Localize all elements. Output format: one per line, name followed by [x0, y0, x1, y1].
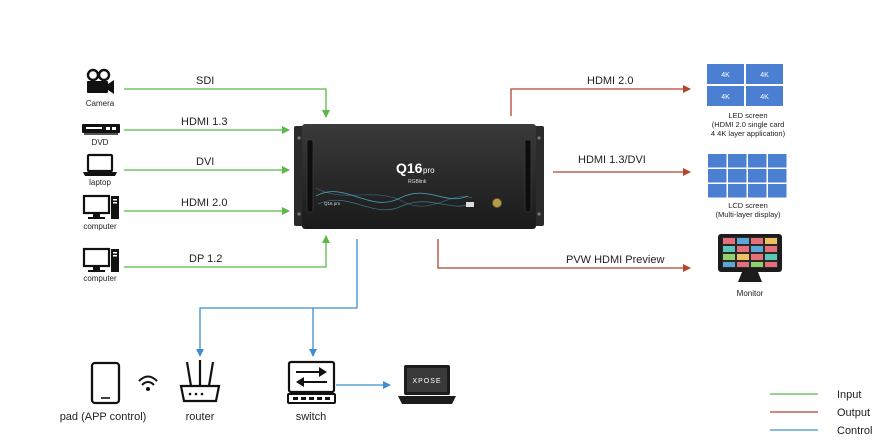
led-screen-icon: 4K 4K 4K 4K: [707, 64, 783, 106]
processor-body: [302, 124, 536, 229]
router-label: router: [186, 411, 215, 423]
power-knob: [492, 198, 502, 208]
device-label: (Multi-layer display): [715, 210, 781, 219]
rack-ear-left: [294, 126, 304, 226]
pad-device: pad (APP control): [60, 361, 147, 423]
lcd-wall-device: LCD screen (Multi-layer display): [707, 153, 787, 219]
wifi-icon: [138, 375, 158, 391]
router-device: router: [179, 360, 221, 423]
tile-label: 4K: [721, 72, 730, 79]
device-label: computer: [83, 222, 117, 231]
led-screen-device: 4K 4K 4K 4K LED screen (HDMI 2.0 single …: [707, 64, 786, 138]
camera-device: Camera: [86, 68, 115, 108]
computer-device: computer: [82, 247, 119, 283]
dvd-device: DVD: [82, 124, 120, 147]
processor-front-badge: Q16 pro: [324, 201, 341, 206]
output-signal-label: HDMI 1.3/DVI: [578, 154, 646, 166]
processor-logo: Q16 pro RGBlink: [396, 160, 435, 185]
device-label: computer: [83, 274, 117, 283]
legend-label: Output: [837, 407, 870, 419]
input-line-sdi: [124, 88, 330, 118]
control-laptop-device: XPOSE: [398, 365, 456, 404]
handle-left: [306, 139, 314, 213]
switch-device: switch: [287, 360, 336, 423]
device-label: Monitor: [737, 289, 764, 298]
device-label: LCD screen: [728, 201, 768, 210]
processor-model: Q16: [396, 160, 423, 176]
usb-port: [466, 202, 474, 207]
processor-brand: RGBlink: [408, 179, 427, 185]
input-line-dp12: [124, 235, 330, 268]
processor-device: Q16 pro RGBlink Q16 pro: [294, 124, 544, 229]
input-signal-label: DP 1.2: [189, 253, 222, 265]
output-connections: HDMI 2.0 HDMI 1.3/DVI PVW HDMI Preview: [437, 75, 691, 272]
tablet-icon: [90, 361, 121, 405]
switch-label: switch: [296, 411, 327, 423]
computer-icon: [82, 194, 119, 219]
monitor-icon: [718, 234, 782, 282]
control-trunk: [196, 239, 358, 357]
switch-icon: [287, 360, 336, 404]
rack-ear-right: [534, 126, 544, 226]
laptop-icon: [83, 153, 117, 176]
input-connections: SDI HDMI 1.3 DVI HDMI 2.0 DP 1.2: [124, 75, 330, 268]
router-icon: [179, 360, 221, 403]
pad-label: pad (APP control): [60, 411, 147, 423]
output-signal-label: HDMI 2.0: [587, 75, 633, 87]
legend-label: Control: [837, 425, 872, 437]
device-label: Camera: [86, 99, 115, 108]
monitor-device: Monitor: [718, 234, 782, 298]
tile-label: 4K: [721, 94, 730, 101]
lcd-wall-icon: [707, 153, 787, 198]
laptop-screen-text: XPOSE: [412, 378, 441, 385]
tile-label: 4K: [760, 94, 769, 101]
tile-label: 4K: [760, 72, 769, 79]
output-line-pvw: [437, 239, 691, 272]
legend: Input Output Control: [770, 389, 872, 437]
laptop-icon: XPOSE: [398, 365, 456, 404]
device-label: (HDMI 2.0 single card: [712, 120, 785, 129]
input-signal-label: HDMI 1.3: [181, 116, 227, 128]
output-signal-label: PVW HDMI Preview: [566, 254, 664, 266]
device-label: laptop: [89, 178, 111, 187]
legend-label: Input: [837, 389, 861, 401]
device-label: DVD: [92, 138, 109, 147]
output-line-hdmi20: [510, 85, 691, 116]
camera-icon: [86, 68, 114, 94]
input-signal-label: SDI: [196, 75, 214, 87]
laptop-device: laptop: [83, 153, 117, 187]
processor-model-suffix: pro: [423, 166, 435, 175]
computer-device: computer: [82, 194, 119, 231]
dvd-icon: [82, 124, 120, 135]
device-label: 4 4K layer application): [711, 129, 786, 138]
decor-wave: [315, 191, 469, 203]
handle-right: [524, 139, 532, 213]
device-label: LED screen: [728, 111, 767, 120]
input-signal-label: HDMI 2.0: [181, 197, 227, 209]
input-signal-label: DVI: [196, 156, 214, 168]
computer-icon: [82, 247, 119, 272]
control-connections: [196, 239, 391, 389]
